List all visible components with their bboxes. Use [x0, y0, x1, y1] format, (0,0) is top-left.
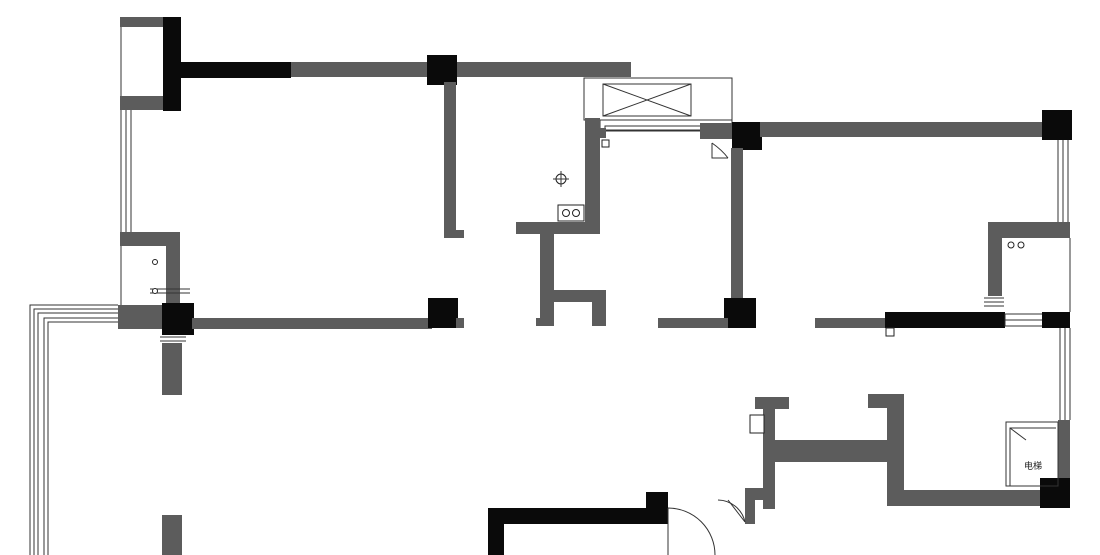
right-exterior-window: [984, 140, 1071, 312]
bedroom-divider-wall: [444, 82, 464, 238]
entrance-door: [667, 499, 746, 555]
left-balcony-rail: [29, 304, 118, 555]
master-bedroom-walls: [658, 110, 1072, 328]
lower-bathroom-walls: [745, 394, 1070, 509]
top-left-exterior-wall: [163, 17, 631, 111]
washbasin-icon: [152, 259, 158, 294]
elevator-label: 电梯: [1024, 460, 1042, 472]
elevator: 电梯: [1005, 421, 1059, 487]
range-hood-icon: [601, 139, 729, 159]
left-middle-wall: [118, 232, 464, 555]
kitchen-walls: [516, 77, 736, 326]
entrance-walls: [488, 488, 755, 555]
drain-icon: [553, 171, 569, 187]
stove-icon: [557, 204, 585, 222]
right-middle-wall: [815, 312, 1071, 420]
sink-icon: [1007, 241, 1025, 249]
